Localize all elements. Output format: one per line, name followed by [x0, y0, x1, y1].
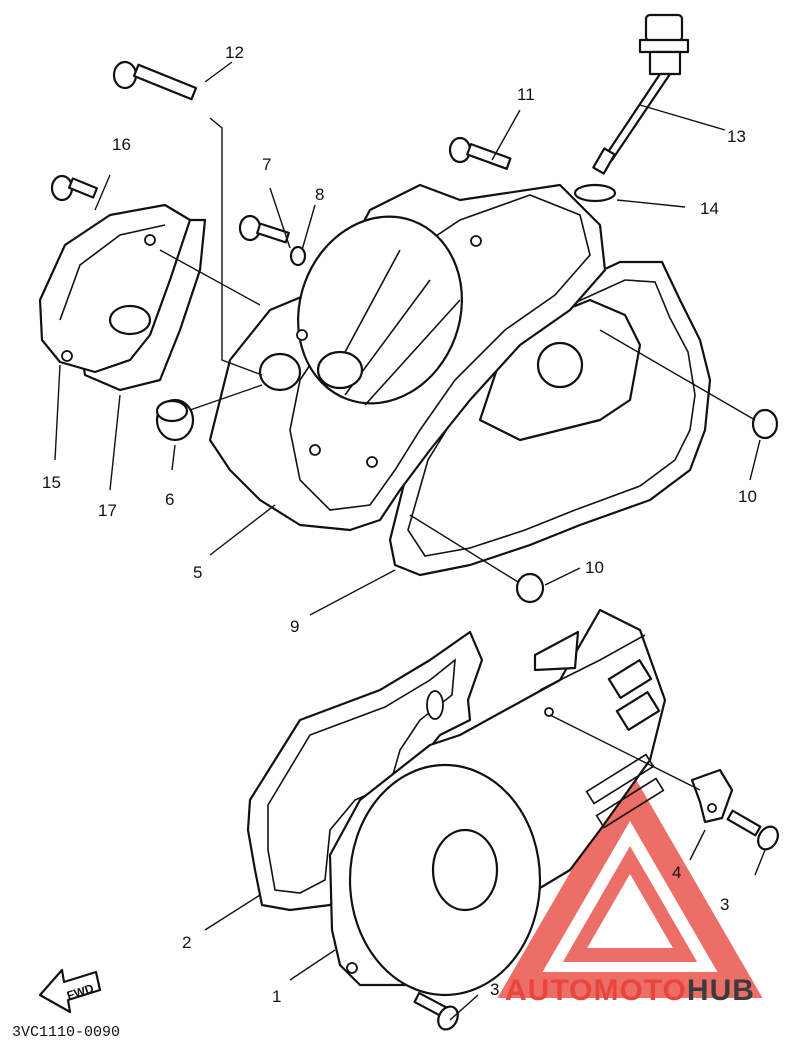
callout-10-lower: 10	[585, 558, 604, 577]
cover-hole	[544, 707, 554, 717]
cover-hole-lower	[346, 962, 358, 974]
small-cover	[38, 203, 192, 374]
bolt-bottom-icon	[413, 991, 459, 1031]
leader-lines	[54, 61, 766, 1021]
callout-12: 12	[225, 43, 244, 62]
small-cover-hole	[144, 234, 156, 246]
cover-emblem-1	[585, 753, 655, 805]
oil-plug-cap-icon	[155, 398, 195, 442]
watermark-auto: AUTO	[505, 974, 593, 1007]
callout-3-right: 3	[720, 895, 729, 914]
callout-9: 9	[290, 617, 299, 636]
callout-10-right: 10	[738, 487, 757, 506]
small-cover-hole-2	[61, 350, 73, 362]
dowel-lower-icon	[515, 572, 545, 604]
dowel-right-icon	[751, 408, 779, 440]
rib-3	[364, 299, 461, 406]
bracket-hole	[707, 803, 717, 813]
callout-13: 13	[727, 127, 746, 146]
callout-15: 15	[42, 473, 61, 492]
callout-6: 6	[165, 490, 174, 509]
bolt-16-icon	[50, 174, 99, 202]
inspection-port	[258, 352, 302, 392]
watermark-moto: MOTO	[593, 974, 686, 1007]
case-hole-3	[470, 235, 482, 247]
drawing-code: 3VC1110-0090	[12, 1024, 120, 1041]
callout-16: 16	[112, 135, 131, 154]
callout-17: 17	[98, 501, 117, 520]
crankcase-flange	[289, 194, 591, 511]
small-cover-rim	[59, 224, 166, 321]
bolt-7-icon	[238, 214, 290, 244]
case-hole-4	[309, 444, 321, 456]
watermark-text: AUTOMOTOHUB	[505, 974, 755, 1007]
bracket	[690, 768, 734, 824]
callout-14: 14	[700, 199, 719, 218]
bolt-12-icon	[112, 60, 198, 101]
gasket-slot	[426, 690, 444, 720]
o-ring-icon	[573, 183, 617, 203]
callout-5: 5	[193, 563, 202, 582]
fwd-arrow-icon: FWD	[38, 968, 102, 1014]
callout-1: 1	[272, 987, 281, 1006]
cover-edge	[539, 634, 646, 691]
watermark-logo-icon	[497, 769, 763, 998]
bolt-right-icon	[726, 809, 779, 851]
watermark-hub: HUB	[687, 974, 755, 1007]
cover-tab	[533, 630, 580, 672]
case-hole-1	[296, 329, 308, 341]
bolt-11-icon	[448, 136, 512, 170]
cover-vent-2	[615, 691, 661, 731]
shaft-boss	[536, 341, 584, 389]
callout-3-bottom: 3	[490, 980, 499, 999]
lower-gasket-inner	[267, 658, 456, 894]
center-boss	[316, 350, 364, 390]
cover-boss	[431, 828, 499, 912]
callout-4: 4	[672, 863, 681, 882]
callout-2: 2	[182, 933, 191, 952]
callout-11: 11	[517, 85, 535, 104]
washer-icon	[289, 245, 307, 267]
callout-8: 8	[315, 185, 324, 204]
cover-emblem-2	[595, 777, 665, 829]
case-hole-2	[366, 456, 378, 468]
cover-vent-1	[607, 659, 653, 699]
small-cover-boss	[108, 304, 152, 336]
callout-7: 7	[262, 155, 271, 174]
dipstick-icon	[592, 13, 690, 175]
